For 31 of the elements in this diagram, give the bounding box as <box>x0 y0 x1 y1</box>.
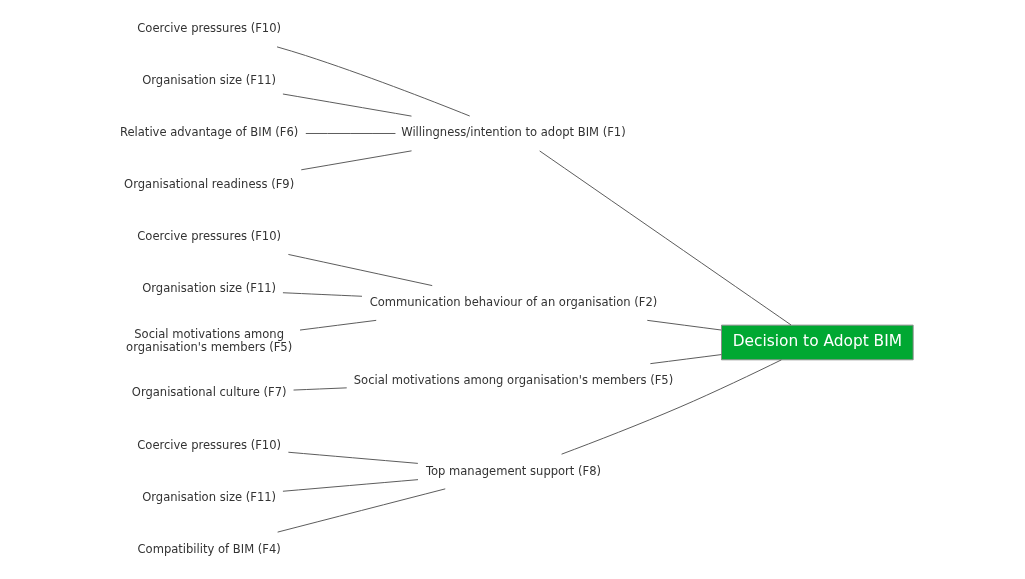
node-text: Social motivations among organisation's members (F5) <box>125 327 292 354</box>
connector <box>300 150 412 171</box>
node-text: Top management support (F8) <box>425 463 601 478</box>
connector <box>538 150 791 326</box>
node-text: Compatibility of BIM (F4) <box>137 541 281 556</box>
node-text: Organisational readiness (F9) <box>123 177 294 192</box>
node-text: Willingness/intention to adopt BIM (F1) <box>400 125 626 140</box>
node-text: Coercive pressures (F10) <box>136 437 281 452</box>
node-text: Coercive pressures (F10) <box>136 21 281 36</box>
node-text: Organisation size (F11) <box>141 281 276 296</box>
connector <box>649 354 722 365</box>
node-text: Organisational culture (F7) <box>131 385 287 400</box>
node-text: Social motivations among organisation's members (F5) <box>353 372 673 387</box>
node-text: Organisation size (F11) <box>141 489 276 504</box>
node-text: Communication behaviour of an organisation (F2) <box>369 294 657 309</box>
connector <box>292 387 347 391</box>
connector <box>281 93 412 117</box>
connector <box>276 46 470 117</box>
connector <box>646 319 722 331</box>
connector <box>281 479 418 492</box>
node-box: Decision to Adopt BIM <box>720 324 914 361</box>
connector <box>281 292 362 297</box>
connector <box>287 253 433 287</box>
connector <box>287 451 418 464</box>
connector <box>560 359 782 455</box>
node-text: Coercive pressures (F10) <box>136 229 281 244</box>
connector <box>299 319 377 331</box>
connector <box>276 488 446 533</box>
node-text: Organisation size (F11) <box>141 73 276 88</box>
connector <box>304 133 396 134</box>
node-text: Relative advantage of BIM (F6) <box>119 125 298 140</box>
